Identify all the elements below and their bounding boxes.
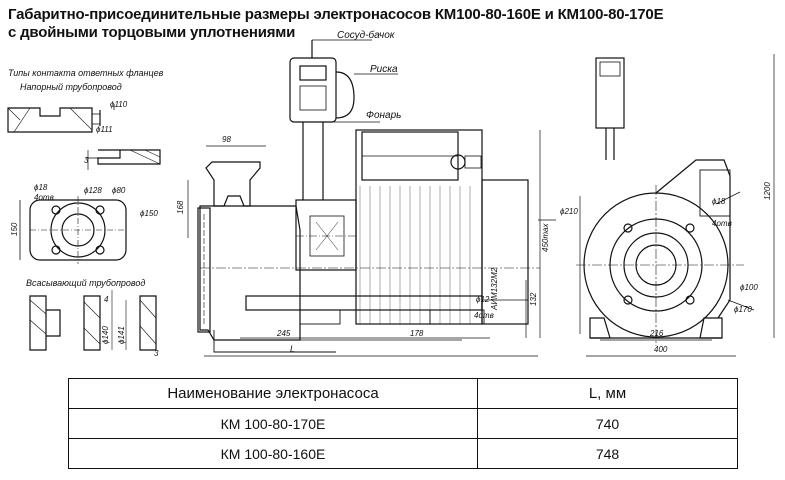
pump-name-cell: КМ 100-80-160Е (68, 438, 478, 469)
dim-d150: ϕ150 (140, 209, 158, 218)
dim-4: 4 (104, 295, 109, 304)
suction-flange-b (83, 295, 101, 351)
dim-d141: ϕ141 (117, 326, 126, 344)
pump-name-cell: КМ 100-80-170Е (68, 408, 478, 439)
length-cell: 748 (477, 438, 738, 469)
pump-side-view (187, 39, 556, 357)
table-row: КМ 100-80-170Е 740 (68, 408, 738, 439)
dim-178: 178 (410, 329, 424, 338)
dim-1200: 1200 (763, 182, 772, 200)
dim-3: 3 (84, 156, 89, 165)
table-row: КМ 100-80-160Е 748 (68, 438, 738, 469)
vessel-label: Сосуд-бачок (337, 29, 396, 41)
suction-flange-c (139, 295, 157, 351)
header-pump-name: Наименование электронасоса (68, 378, 478, 409)
dim-245: 245 (276, 329, 291, 338)
vessel-tank (289, 57, 337, 123)
drawing-subtitle: с двойными торцовыми уплотнениями (8, 24, 296, 41)
header-length: L, мм (477, 378, 738, 409)
dim-216: 216 (649, 329, 664, 338)
vessel-end (595, 57, 625, 129)
dim-400: 400 (654, 345, 668, 354)
motor-model-label: АИМ132М2 (490, 267, 499, 311)
dim-98: 98 (222, 135, 231, 144)
pump-end-view (576, 54, 775, 357)
suction-flange-side (197, 207, 211, 333)
foot-right (699, 317, 723, 339)
dim-d210: ϕ210 (560, 207, 578, 216)
dim-d128: ϕ128 (84, 186, 102, 195)
base-frame (245, 295, 483, 311)
discharge-branch (205, 161, 261, 207)
flange-types-group (7, 104, 161, 351)
flange-types-label: Типы контакта ответных фланцев (8, 68, 164, 78)
risk-label: Риска (370, 64, 398, 75)
drawing-title: Габаритно-присоединительные размеры элек… (8, 6, 664, 23)
dim-d12: ϕ12 (476, 295, 490, 304)
pump-spec-table: Наименование электронасоса L, мм КМ 100-… (68, 378, 738, 469)
dim-150-vertical: 150 (10, 222, 19, 236)
technical-drawing: Типы контакта ответных фланцев Напорный … (7, 29, 775, 358)
vessel-pipe (335, 71, 355, 119)
pump-casing (199, 205, 301, 341)
dim-450max: 450max (541, 223, 550, 252)
pressure-flange-b (97, 149, 161, 165)
dim-168: 168 (176, 200, 185, 214)
discharge-branch-end (655, 159, 731, 319)
dim-d18-left: ϕ18 (34, 183, 48, 192)
dim-d100: ϕ100 (740, 283, 758, 292)
suction-pipe-label: Всасывающий трубопровод (26, 278, 145, 288)
dim-4holes-right: 4отв (712, 219, 732, 228)
dim-4holes-left: 4отв (34, 193, 54, 202)
dim-d140: ϕ140 (101, 326, 110, 344)
table-header-row: Наименование электронасоса L, мм (68, 378, 738, 409)
dim-d80: ϕ80 (112, 186, 126, 195)
motor-fan-cover (481, 179, 529, 325)
dim-d170: ϕ170 (734, 305, 752, 314)
dim-132: 132 (529, 292, 538, 306)
pressure-flange-a (7, 107, 93, 133)
dim-4holes: 4отв (474, 311, 494, 320)
dim-3b: 3 (154, 349, 159, 358)
pressure-pipe-label: Напорный трубопровод (20, 82, 122, 92)
dim-d111: ϕ111 (96, 125, 113, 134)
motor-body (355, 129, 483, 325)
lantern-label: Фонарь (366, 110, 401, 121)
length-cell: 740 (477, 408, 738, 439)
dim-d18-right: ϕ18 (712, 197, 726, 206)
foot-left (589, 317, 611, 339)
dim-d110: ϕ110 (110, 100, 128, 109)
dim-L: L (290, 344, 295, 354)
suction-flange-a (29, 295, 61, 351)
